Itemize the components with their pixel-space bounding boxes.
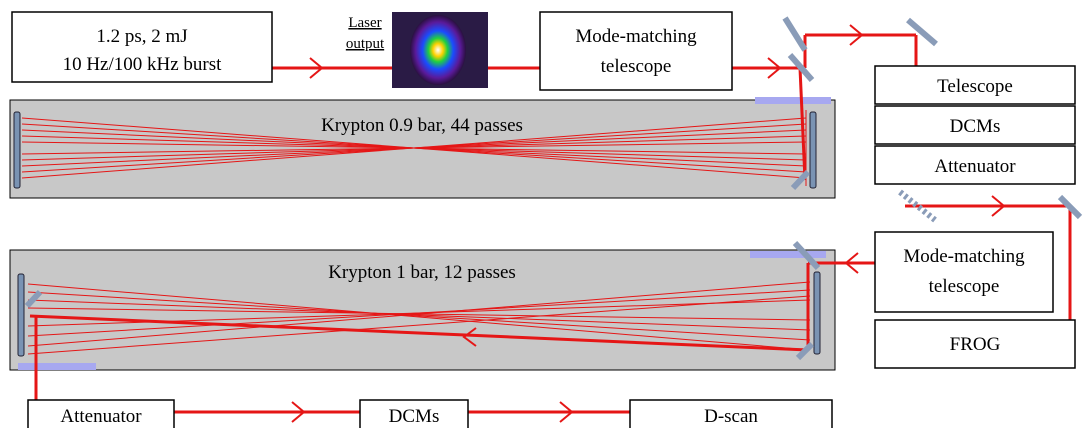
telescope-box: Telescope: [874, 65, 1076, 105]
dscan-label: D-scan: [704, 406, 758, 427]
flip-mirror-dashed: [898, 189, 937, 223]
fold-mirror-7: [795, 341, 815, 361]
laser-output-line-2: output: [346, 36, 385, 52]
frog-box: FROG: [874, 319, 1076, 369]
cell-1-label: Krypton 0.9 bar, 44 passes: [321, 115, 523, 136]
source-line-2: 10 Hz/100 kHz burst: [63, 54, 223, 75]
telescope-label: Telescope: [937, 76, 1013, 97]
main-beam-path: [29, 33, 1072, 414]
mm-top-line-2: telescope: [601, 56, 672, 77]
laser-output-label: Laser output: [346, 15, 385, 52]
dcms-bottom-label: DCMs: [389, 406, 440, 427]
dcms-right-label: DCMs: [950, 116, 1001, 137]
attenuator-box-bottom: Attenuator: [27, 399, 175, 428]
cell-2-window-left: [18, 363, 96, 370]
dcms-box-right: DCMs: [874, 105, 1076, 145]
cell-2-right-curved-mirror: [813, 271, 821, 355]
fold-mirror-1: [782, 16, 808, 52]
mode-matching-telescope-top: Mode-matching telescope: [539, 11, 733, 91]
cell-1-multipass-beams: [21, 110, 807, 186]
mm-right-line-1: Mode-matching: [903, 246, 1025, 267]
mm-right-line-2: telescope: [929, 276, 1000, 297]
cell-2-left-curved-mirror: [17, 273, 25, 357]
frog-label: FROG: [950, 334, 1001, 355]
laser-beam-profile-image: [392, 12, 488, 88]
cell-2-window-right: [750, 251, 826, 258]
attenuator-bottom-label: Attenuator: [60, 406, 142, 427]
source-line-1: 1.2 ps, 2 mJ: [96, 26, 187, 47]
cell-1-right-curved-mirror: [809, 111, 817, 189]
fold-mirror-2: [906, 17, 938, 47]
fold-mirror-4: [790, 169, 811, 191]
beam-direction-arrows: [291, 24, 1006, 423]
mm-top-line-1: Mode-matching: [575, 26, 697, 47]
cell-1-window: [755, 97, 831, 104]
fold-mirror-6: [792, 240, 821, 271]
mode-matching-telescope-right: Mode-matching telescope: [874, 231, 1054, 313]
attenuator-right-label: Attenuator: [934, 156, 1016, 177]
cell-2-label: Krypton 1 bar, 12 passes: [328, 262, 516, 283]
laser-output-line-1: Laser: [348, 15, 381, 31]
cell-1-left-curved-mirror: [13, 111, 21, 189]
source-box: 1.2 ps, 2 mJ 10 Hz/100 kHz burst: [11, 11, 273, 83]
fold-mirror-8: [24, 289, 43, 309]
fold-mirror-5: [1057, 194, 1083, 220]
fold-mirror-3: [787, 53, 815, 82]
cell-2-multipass-beams: [27, 281, 811, 355]
attenuator-box-right: Attenuator: [874, 145, 1076, 185]
dscan-box: D-scan: [629, 399, 833, 428]
dcms-box-bottom: DCMs: [359, 399, 469, 428]
